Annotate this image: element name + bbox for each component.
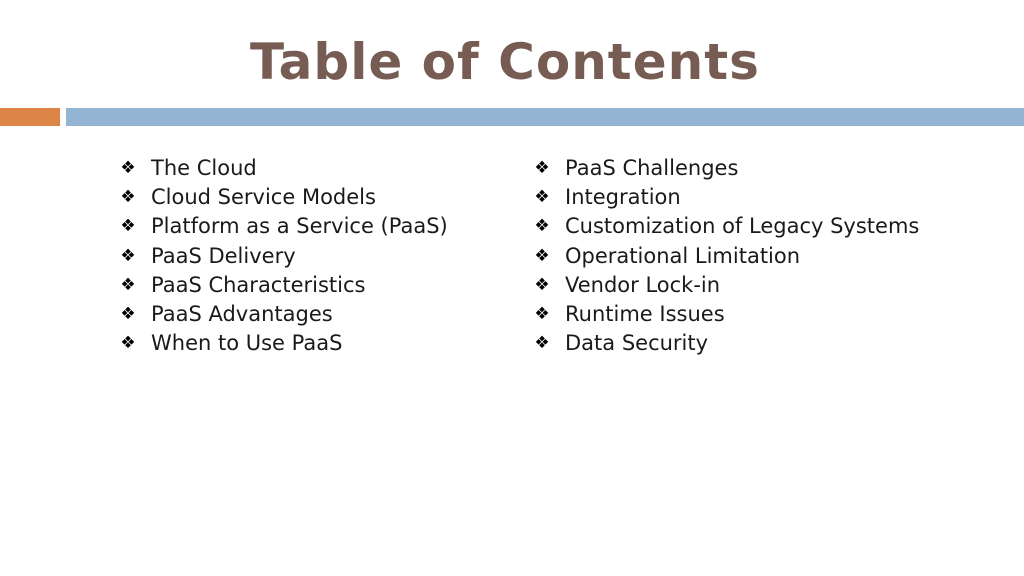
list-item: ❖ Data Security (532, 329, 919, 358)
list-item: ❖ PaaS Delivery (118, 241, 448, 270)
list-item-label: PaaS Characteristics (151, 272, 366, 297)
list-item-label: Runtime Issues (565, 302, 725, 327)
list-item-label: Data Security (565, 331, 709, 356)
contents-list-left: ❖ The Cloud ❖ Cloud Service Models ❖ Platfo… (118, 153, 448, 358)
list-item: ❖ Integration (532, 182, 919, 211)
list-item: ❖ Cloud Service Models (118, 182, 448, 211)
diamond-cluster-icon: ❖ (534, 245, 550, 266)
list-item-label: Vendor Lock-in (565, 272, 721, 297)
list-item: ❖ Operational Limitation (532, 241, 919, 270)
list-item-label: PaaS Delivery (151, 243, 296, 268)
list-item-label: Operational Limitation (565, 243, 801, 268)
list-item: ❖ The Cloud (118, 153, 448, 182)
diamond-cluster-icon: ❖ (120, 157, 136, 178)
diamond-cluster-icon: ❖ (534, 216, 550, 237)
list-item: ❖ Vendor Lock-in (532, 270, 919, 299)
list-item: ❖ PaaS Characteristics (118, 270, 448, 299)
diamond-cluster-icon: ❖ (120, 304, 136, 325)
contents-list-right: ❖ PaaS Challenges ❖ Integration ❖ Customiza… (532, 153, 919, 358)
list-item: ❖ Customization of Legacy Systems (532, 212, 919, 241)
list-item: ❖ When to Use PaaS (118, 329, 448, 358)
list-item-label: Customization of Legacy Systems (565, 214, 920, 239)
accent-bar-orange (0, 108, 60, 126)
list-item-label: Integration (565, 184, 681, 209)
list-item: ❖ Platform as a Service (PaaS) (118, 212, 448, 241)
list-item: ❖ PaaS Challenges (532, 153, 919, 182)
diamond-cluster-icon: ❖ (120, 333, 136, 354)
diamond-cluster-icon: ❖ (534, 274, 550, 295)
diamond-cluster-icon: ❖ (534, 157, 550, 178)
list-item-label: The Cloud (151, 155, 257, 180)
list-item: ❖ Runtime Issues (532, 299, 919, 328)
slide-title: Table of Contents (250, 33, 760, 91)
list-item-label: Cloud Service Models (151, 184, 376, 209)
accent-bar-blue (66, 108, 1024, 126)
list-item: ❖ PaaS Advantages (118, 299, 448, 328)
diamond-cluster-icon: ❖ (534, 333, 550, 354)
diamond-cluster-icon: ❖ (120, 186, 136, 207)
diamond-cluster-icon: ❖ (120, 245, 136, 266)
diamond-cluster-icon: ❖ (534, 186, 550, 207)
diamond-cluster-icon: ❖ (534, 304, 550, 325)
list-item-label: Platform as a Service (PaaS) (151, 214, 448, 239)
list-item-label: PaaS Challenges (565, 155, 739, 180)
list-item-label: When to Use PaaS (151, 331, 343, 356)
diamond-cluster-icon: ❖ (120, 216, 136, 237)
list-item-label: PaaS Advantages (151, 302, 333, 327)
diamond-cluster-icon: ❖ (120, 274, 136, 295)
